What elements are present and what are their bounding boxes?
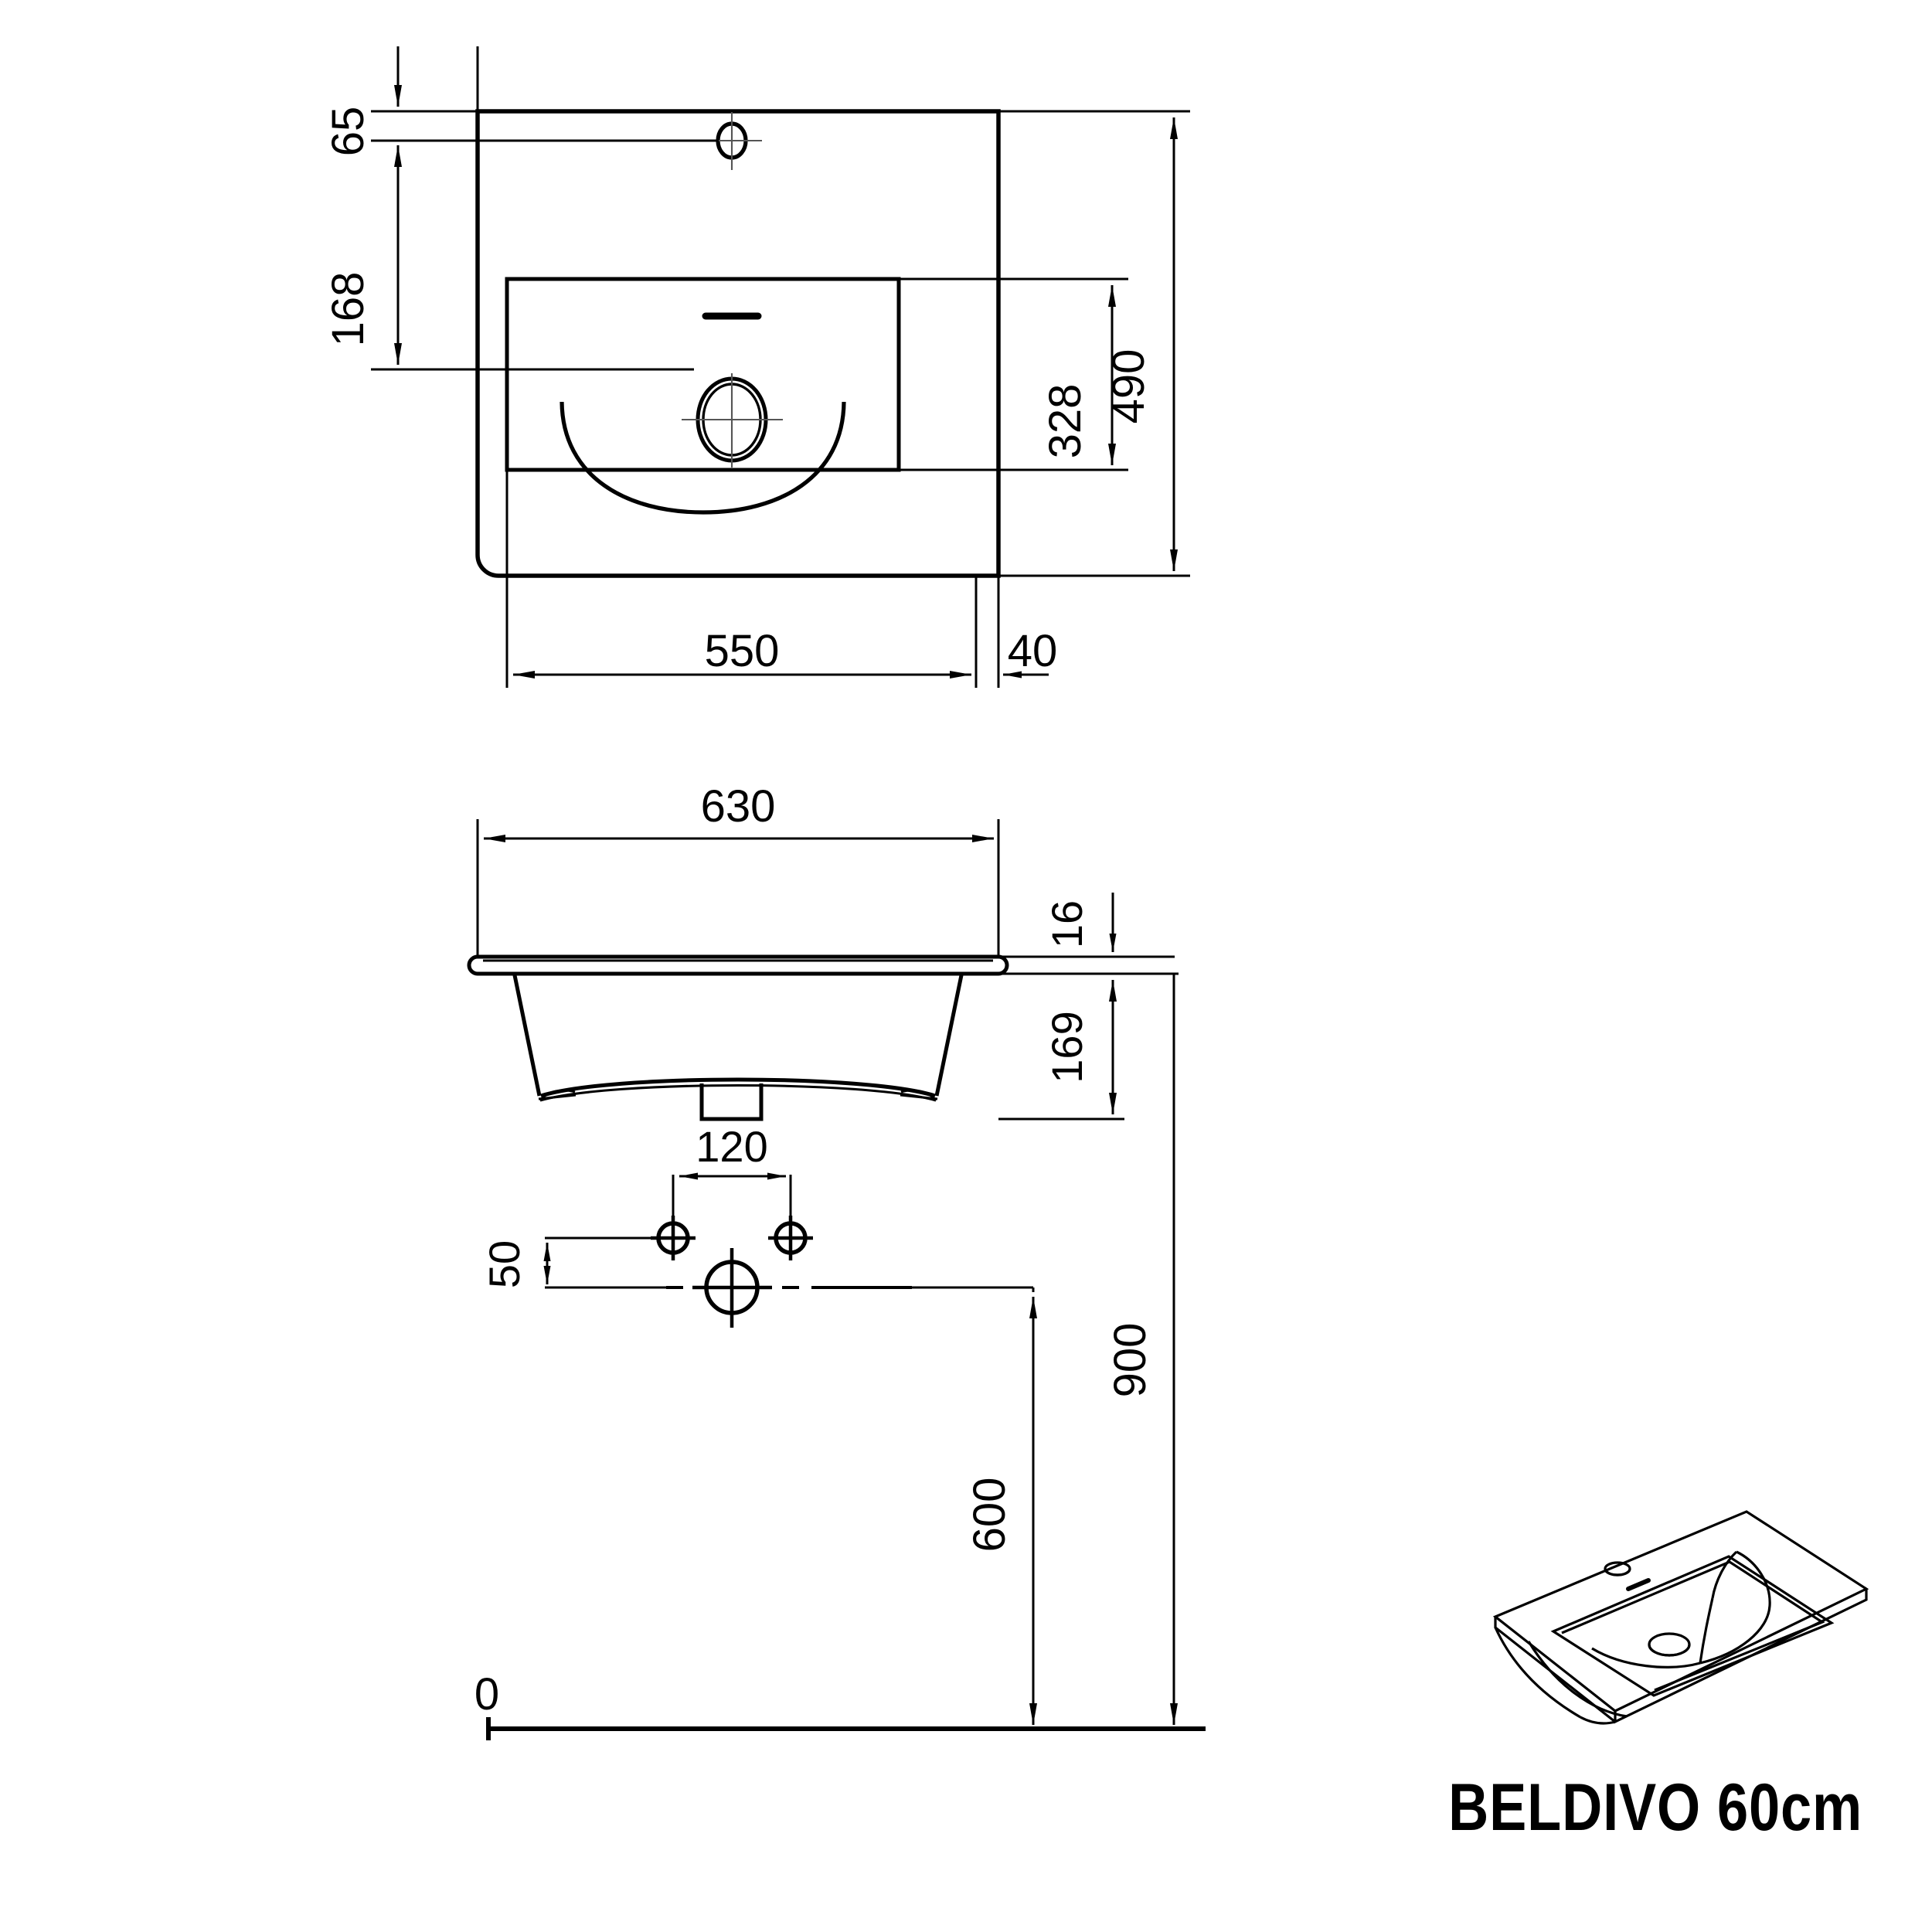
bowl-profile-curve — [560, 401, 846, 515]
dim-label-550: 550 — [705, 626, 780, 676]
inner-bowl-rectangle — [505, 277, 901, 472]
dimension-16 — [998, 893, 1175, 975]
dimension-65 — [371, 46, 478, 113]
body-bottom-inner — [539, 1084, 937, 1102]
foot-right-line — [900, 1094, 938, 1100]
body-left-taper — [512, 975, 542, 1097]
dimension-169 — [998, 980, 1124, 1121]
dim-label-50: 50 — [480, 1240, 529, 1288]
dim-label-169: 169 — [1043, 1011, 1091, 1083]
dim-label-40: 40 — [1008, 626, 1058, 676]
body-right-taper — [934, 975, 964, 1097]
isometric-basin-illustration — [1492, 1510, 1869, 1725]
dimension-40 — [997, 576, 1049, 688]
iso-rim-top — [1492, 1510, 1869, 1713]
iso-tap-hole-lip — [1604, 1568, 1631, 1577]
dimension-120 — [672, 1172, 792, 1219]
dim-label-900: 900 — [1105, 1323, 1155, 1398]
dim-label-120: 120 — [696, 1122, 767, 1171]
iso-bowl-opening-inner — [1561, 1560, 1825, 1692]
dimension-550 — [505, 470, 978, 688]
dimension-328 — [899, 277, 1128, 471]
body-bottom-curve — [540, 1077, 936, 1098]
dimension-630 — [476, 819, 1000, 957]
waste-centre-mark — [692, 1248, 772, 1328]
basin-outer-outline — [475, 109, 1001, 578]
dim-label-65: 65 — [323, 107, 373, 157]
iso-body-left — [1494, 1627, 1581, 1719]
iso-overflow-slot — [1626, 1578, 1651, 1591]
dimension-490 — [998, 110, 1190, 577]
dim-label-168: 168 — [323, 272, 373, 347]
iso-drain-plug-side — [1648, 1644, 1691, 1657]
iso-bowl-curve-ridge — [1711, 1550, 1738, 1599]
mounting-hole-detail-geometry — [651, 1216, 912, 1328]
right-fixing-hole-mark — [768, 1216, 813, 1260]
dim-label-600: 600 — [964, 1478, 1015, 1553]
iso-bowl-curve-right — [1699, 1550, 1771, 1665]
front-view-geometry — [467, 954, 1009, 1121]
dim-label-16: 16 — [1043, 900, 1091, 948]
elevation-heights — [486, 972, 1206, 1740]
drain-centre-mark — [682, 373, 783, 468]
dimension-50 — [543, 1236, 668, 1289]
product-title: BELDIVO 60cm — [1447, 1770, 1862, 1845]
iso-bowl-curve-front — [1591, 1647, 1701, 1668]
foot-left-line — [538, 1094, 577, 1100]
iso-bowl-opening — [1550, 1555, 1835, 1697]
dim-label-328: 328 — [1040, 384, 1090, 459]
dim-label-490: 490 — [1104, 349, 1154, 424]
top-view-geometry — [475, 109, 1001, 578]
dim-label-630: 630 — [701, 781, 776, 832]
dim-label-zero: 0 — [474, 1669, 499, 1719]
iso-body-inner-edge — [1527, 1641, 1628, 1718]
dimension-168 — [371, 139, 719, 371]
drain-spigot — [699, 1083, 764, 1121]
iso-body-bottom — [1580, 1716, 1616, 1725]
iso-bowl-curve-ridge2 — [1699, 1597, 1714, 1664]
basin-rim-band — [467, 954, 1009, 976]
